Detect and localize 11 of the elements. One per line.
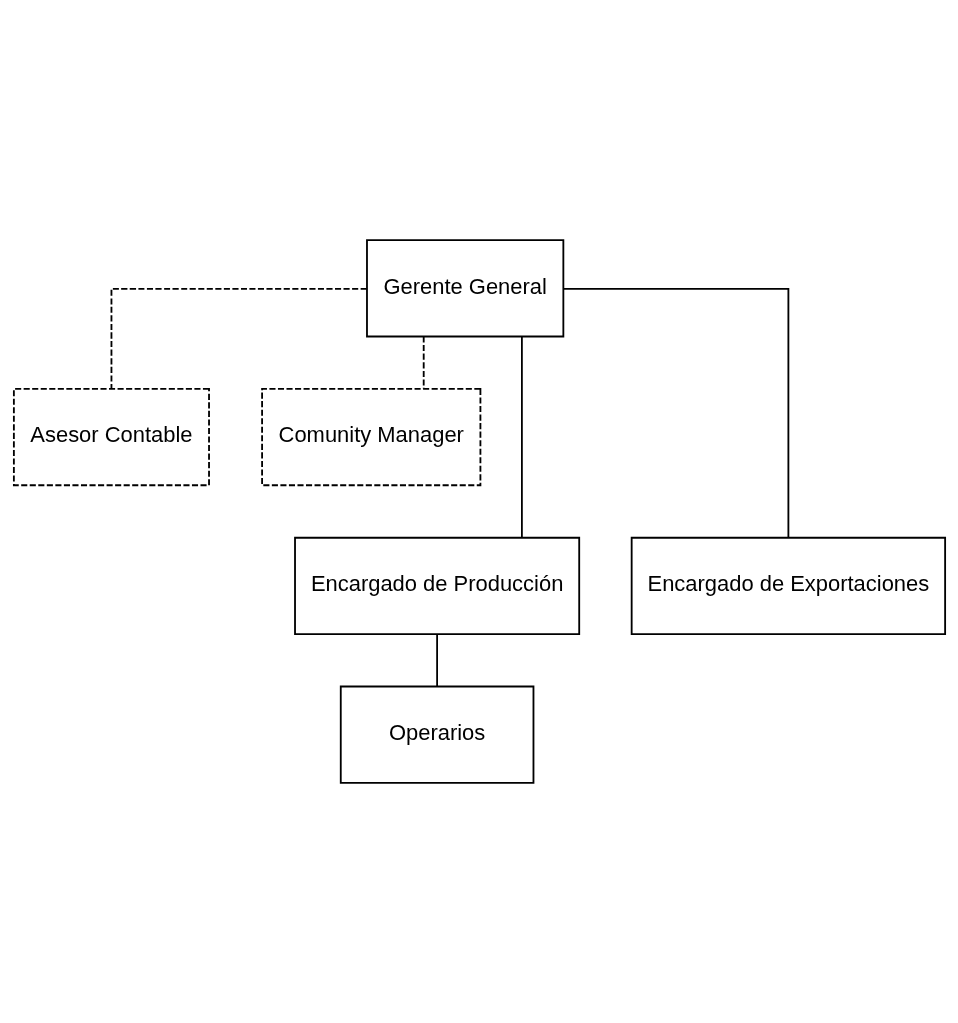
connector <box>422 335 425 390</box>
connector <box>562 288 789 539</box>
connector <box>520 335 523 539</box>
connector <box>110 288 368 390</box>
node-box: Asesor Contable <box>12 388 210 487</box>
node-box: Comunity Manager <box>260 388 481 487</box>
node-box: Encargado de Producción <box>293 536 580 635</box>
node-box: Operarios <box>339 685 534 784</box>
connector <box>435 633 438 688</box>
node-box: Gerente General <box>365 239 564 338</box>
node-box: Encargado de Exportaciones <box>630 536 946 635</box>
